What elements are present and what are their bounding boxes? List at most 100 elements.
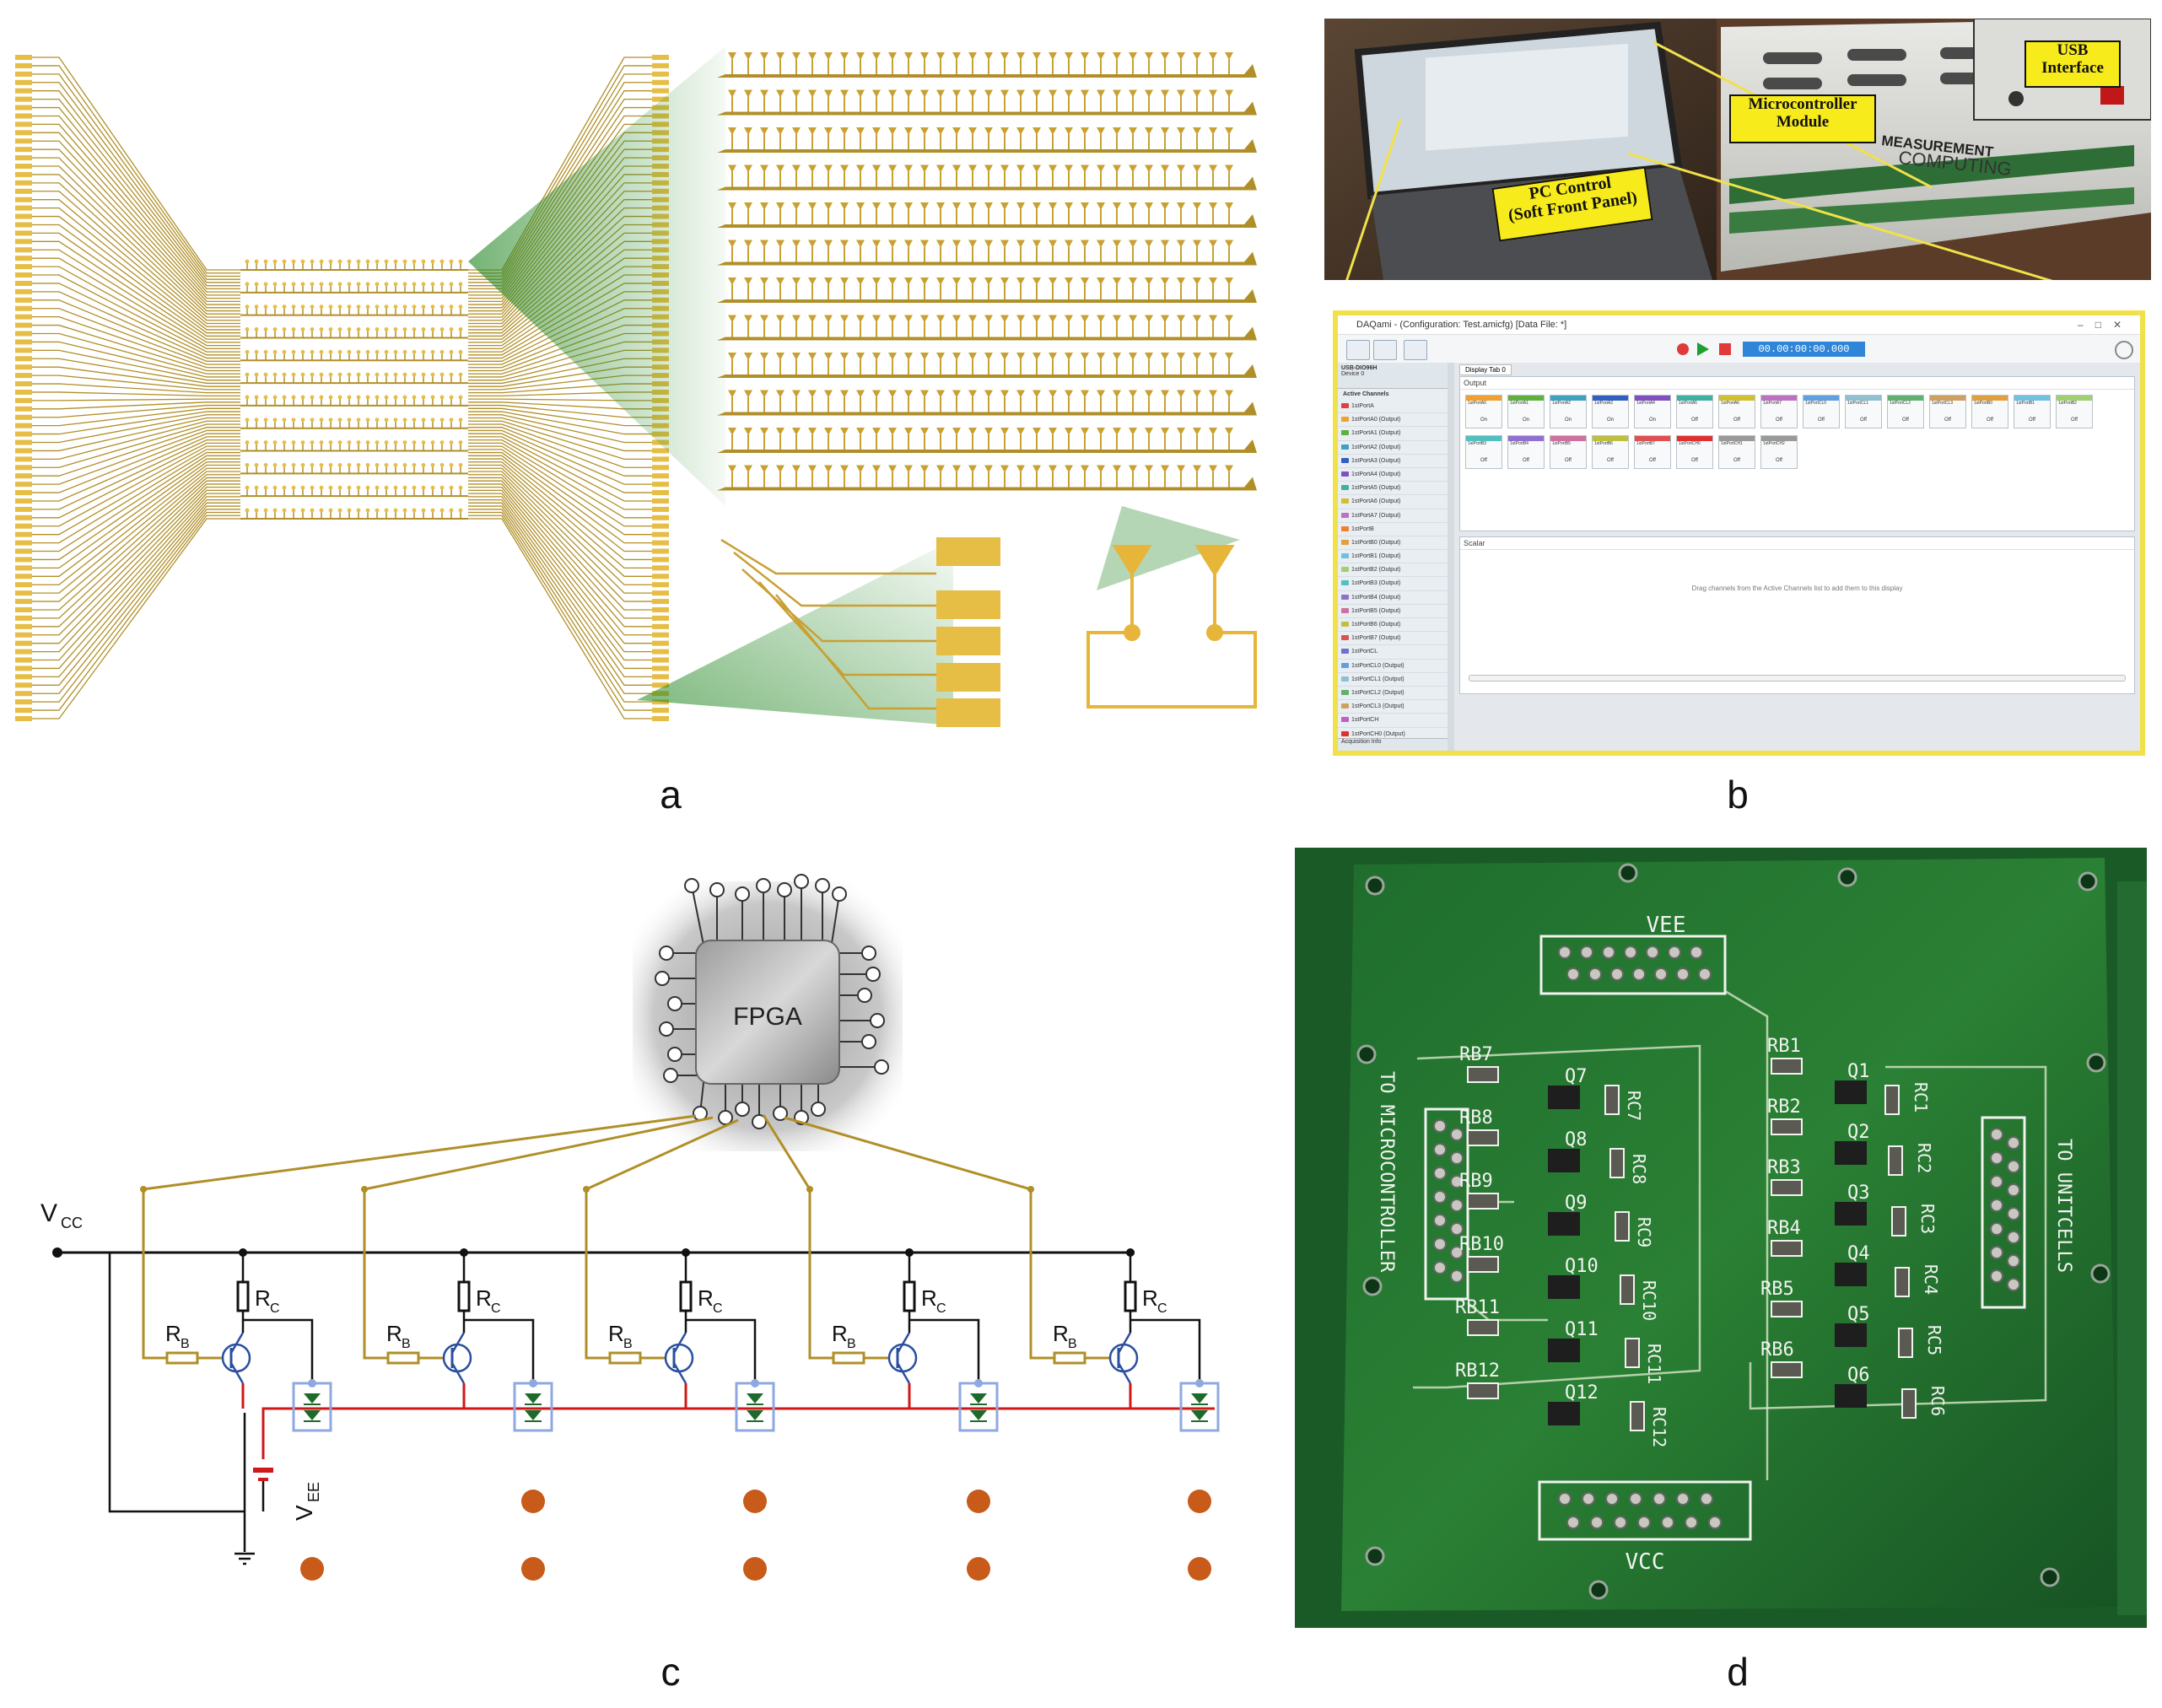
zoom-element	[776, 52, 784, 60]
trace	[32, 417, 240, 452]
channel-item[interactable]: 1stPortB0 (Output)	[1338, 536, 1448, 551]
channel-item[interactable]: 1stPortB2 (Output)	[1338, 563, 1448, 578]
smd-resistor	[1771, 1118, 1803, 1135]
channel-item[interactable]: 1stPortA7 (Output)	[1338, 509, 1448, 523]
channel-item[interactable]: 1stPortB	[1338, 523, 1448, 536]
header-pin	[1450, 1151, 1464, 1165]
channel-item[interactable]: 1stPortCL	[1338, 645, 1448, 660]
save-config-button[interactable]	[1373, 340, 1397, 360]
channel-item[interactable]: 1stPortCL3 (Output)	[1338, 700, 1448, 714]
stop-button[interactable]	[1719, 343, 1731, 355]
contact-pad	[15, 147, 32, 153]
element	[282, 418, 287, 423]
trace	[32, 496, 240, 661]
zoomed-pads	[936, 537, 1000, 727]
channel-item[interactable]: 1stPortCH	[1338, 714, 1448, 728]
trace	[32, 511, 240, 703]
channel-item[interactable]: 1stPortCL1 (Output)	[1338, 673, 1448, 687]
channel-item[interactable]: 1stPortB7 (Output)	[1338, 632, 1448, 646]
zoom-element	[1097, 52, 1105, 60]
element	[328, 462, 333, 467]
channel-item[interactable]: 1stPortB6 (Output)	[1338, 618, 1448, 633]
header-pin	[1614, 1516, 1627, 1529]
scalar-scrollbar[interactable]	[1469, 675, 2126, 682]
channel-item[interactable]: 1stPortA4 (Output)	[1338, 468, 1448, 482]
zoom-element	[1000, 202, 1009, 210]
q-label: Q8	[1565, 1129, 1588, 1150]
channel-item[interactable]: 1stPortA6 (Output)	[1338, 495, 1448, 509]
window-controls[interactable]: –□✕	[2078, 319, 2133, 331]
contact-pad	[15, 331, 32, 337]
zoom-element	[920, 164, 929, 173]
contact-pad	[15, 406, 32, 412]
element	[402, 462, 407, 467]
channel-item[interactable]: 1stPortB3 (Output)	[1338, 577, 1448, 591]
channel-item[interactable]: 1stPortCL2 (Output)	[1338, 687, 1448, 701]
channel-item[interactable]: 1stPortA1 (Output)	[1338, 427, 1448, 441]
channel-item[interactable]: 1stPortB1 (Output)	[1338, 550, 1448, 564]
contact-pad	[15, 515, 32, 520]
channel-item[interactable]: 1stPortB5 (Output)	[1338, 605, 1448, 618]
channel-item[interactable]: 1stPortA	[1338, 400, 1448, 414]
element	[310, 327, 315, 331]
open-config-button[interactable]	[1346, 340, 1370, 360]
contact-pad	[15, 674, 32, 680]
element	[300, 508, 305, 513]
trace	[468, 442, 652, 519]
channel-item[interactable]: 1stPortA5 (Output)	[1338, 482, 1448, 496]
trace	[468, 458, 652, 561]
tile-state: On	[1522, 418, 1529, 423]
ellipsis-dot	[743, 1557, 767, 1581]
channel-item[interactable]: 1stPortA0 (Output)	[1338, 413, 1448, 428]
channel-item[interactable]: 1stPortB4 (Output)	[1338, 591, 1448, 605]
play-button[interactable]	[1697, 342, 1709, 356]
element	[272, 395, 278, 400]
acquisition-info[interactable]: Acquisition Info	[1338, 738, 1448, 751]
trace	[468, 464, 652, 577]
view-button[interactable]	[1404, 340, 1427, 360]
record-button[interactable]	[1677, 343, 1689, 355]
element	[347, 395, 352, 400]
trace	[468, 509, 652, 694]
channel-item[interactable]: 1stPortA3 (Output)	[1338, 455, 1448, 468]
zoom-element	[872, 315, 881, 323]
channel-item[interactable]: 1stPortCL0 (Output)	[1338, 660, 1448, 673]
device-panel-handle[interactable]	[1448, 363, 1454, 751]
channel-item[interactable]: 1stPortA2 (Output)	[1338, 441, 1448, 455]
trace	[32, 455, 240, 552]
help-icon[interactable]	[2115, 341, 2133, 359]
device-entry[interactable]: USB-DIO96H Device 0	[1338, 363, 1448, 389]
element	[310, 462, 315, 467]
zoom-element	[1049, 127, 1057, 135]
element	[282, 282, 287, 287]
display-tab[interactable]: Display Tab 0	[1459, 364, 1512, 375]
contact-pad	[652, 515, 669, 520]
zoom-element	[760, 465, 768, 473]
zoom-element	[1129, 202, 1137, 210]
element	[310, 372, 315, 377]
